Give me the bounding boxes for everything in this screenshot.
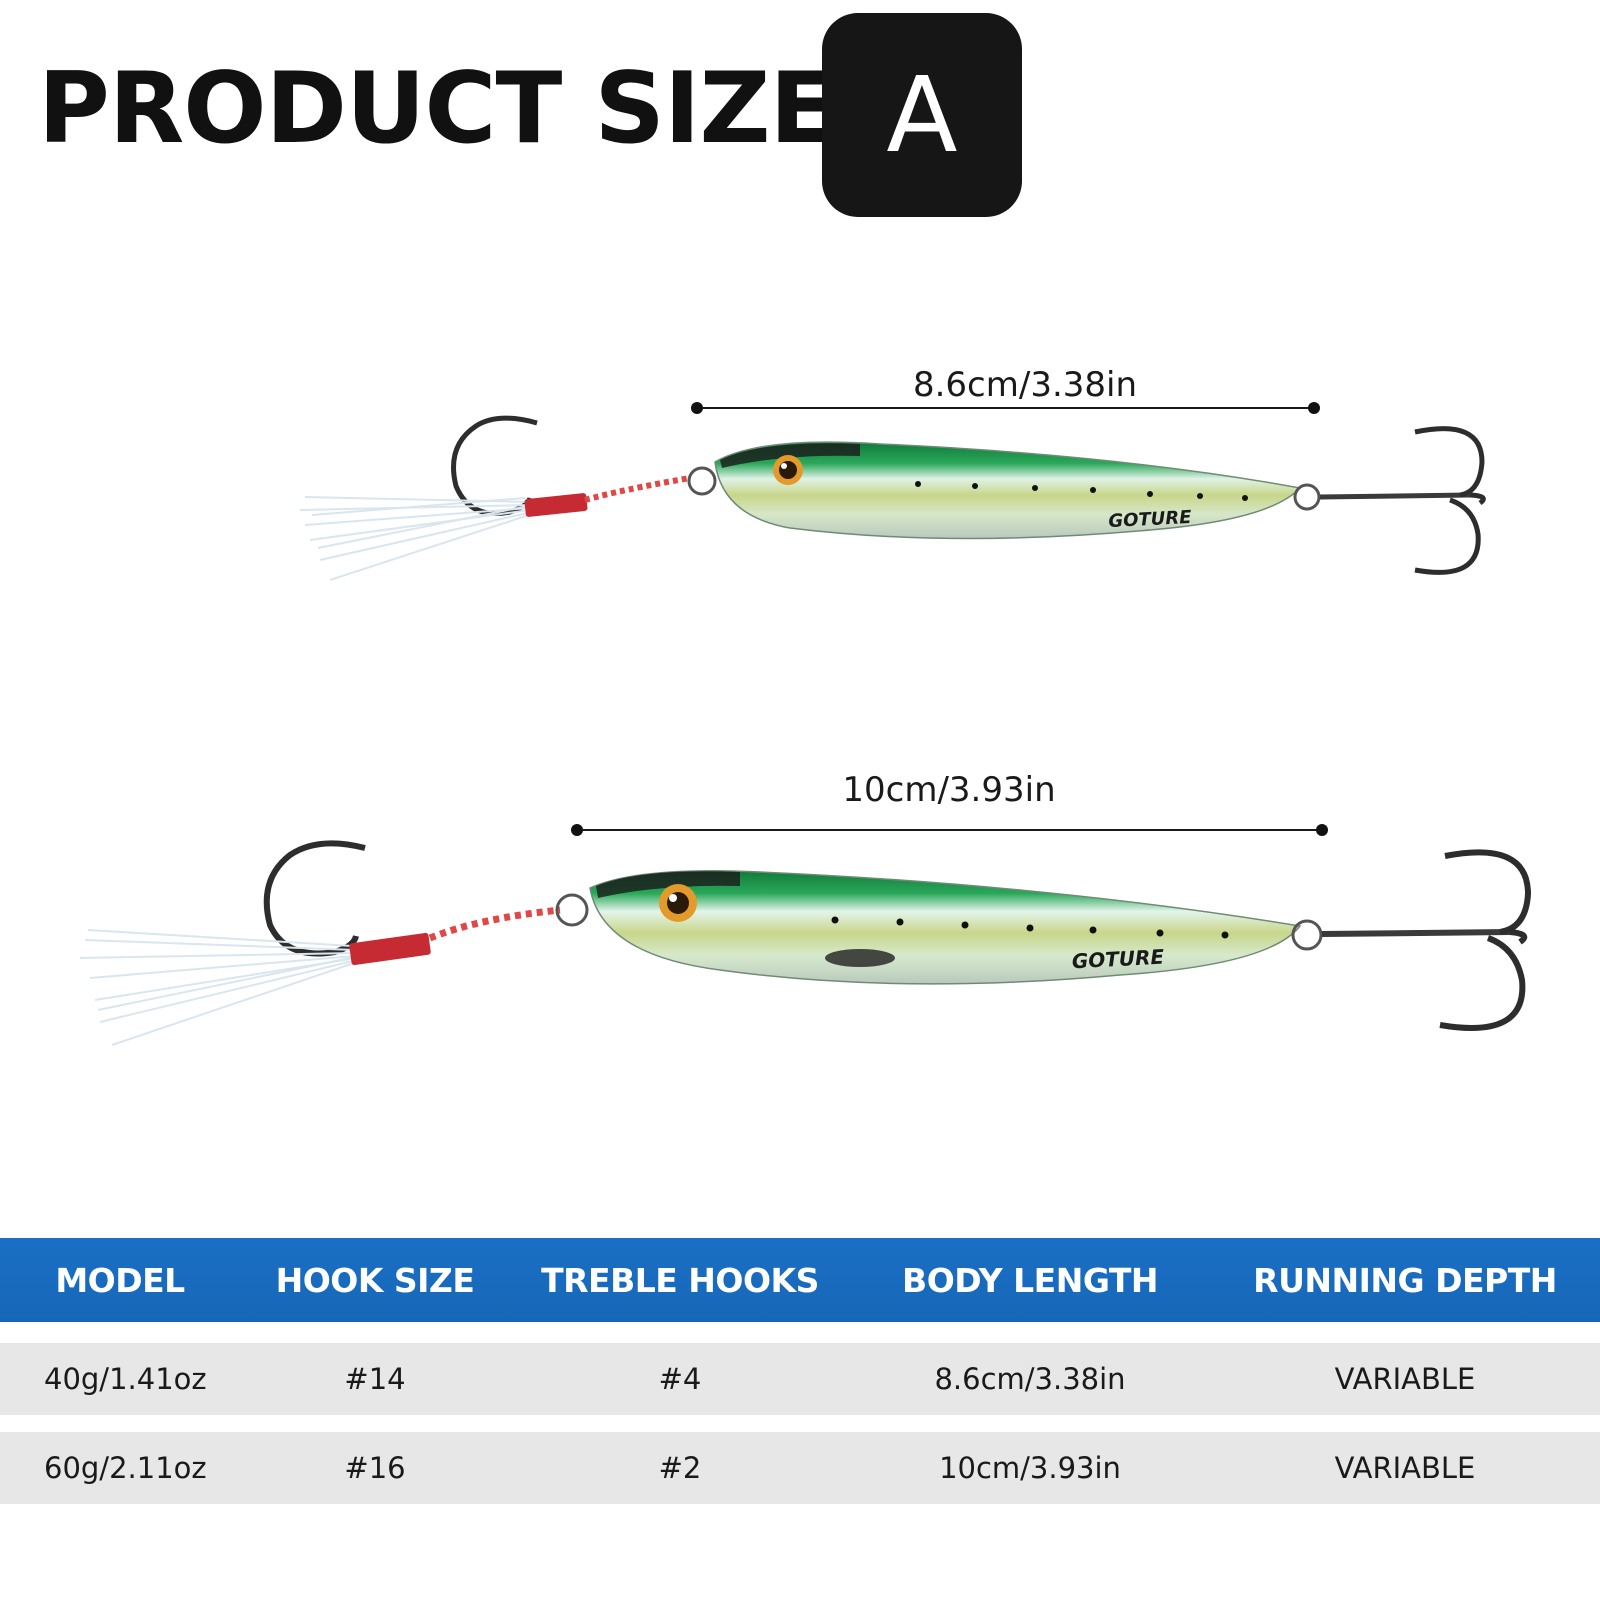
dimension-endpoint [1308,402,1320,414]
dimension-line [577,829,1322,831]
cell-body-length: 8.6cm/3.38in [934,1362,1126,1396]
dimension-endpoint [571,824,583,836]
cell-treble-hooks: #4 [658,1362,702,1396]
dimension-label: 10cm/3.93in [842,770,1056,810]
cell-model: 60g/2.11oz [44,1451,207,1485]
column-header: MODEL [55,1260,185,1300]
dimension-label: 8.6cm/3.38in [912,365,1138,405]
cell-running-depth: VARIABLE [1334,1451,1476,1485]
assist-hook-icon [263,840,366,957]
dimension-line [697,407,1314,409]
treble-hook-icon [1414,426,1485,498]
brand-label: GOTURE [1108,507,1193,532]
table-row: 40g/1.41oz #14 #4 8.6cm/3.38in VARIABLE [0,1343,1600,1415]
cell-treble-hooks: #2 [658,1451,702,1485]
column-header: RUNNING DEPTH [1253,1260,1557,1300]
tinsel-skirt-icon [299,496,533,581]
spec-table-header: MODEL HOOK SIZE TREBLE HOOKS BODY LENGTH… [0,1238,1600,1322]
lure-body-icon [714,441,1302,540]
brand-label: GOTURE [1071,945,1165,974]
page-title: PRODUCT SIZE [38,52,836,166]
treble-hook-icon [1444,849,1532,935]
dimension-endpoint [1316,824,1328,836]
cell-model: 40g/1.41oz [44,1362,207,1396]
table-row: 60g/2.11oz #16 #2 10cm/3.93in VARIABLE [0,1432,1600,1504]
hook-wrap-icon [349,932,431,966]
column-header: BODY LENGTH [902,1260,1158,1300]
variant-label: A [886,54,958,176]
lure-body-icon [589,869,1302,985]
lure-image-large: GOTURE [79,840,1532,1046]
column-header: TREBLE HOOKS [541,1260,819,1300]
variant-badge: A [822,13,1022,217]
tinsel-skirt-icon [79,929,358,1046]
column-header: HOOK SIZE [275,1260,475,1300]
dimension-endpoint [691,402,703,414]
cell-body-length: 10cm/3.93in [939,1451,1121,1485]
assist-hook-icon [451,415,538,516]
cell-hook-size: #16 [344,1451,406,1485]
cell-hook-size: #14 [344,1362,406,1396]
hook-wrap-icon [524,493,588,517]
cell-running-depth: VARIABLE [1334,1362,1476,1396]
lure-image-small: GOTURE [299,415,1486,581]
